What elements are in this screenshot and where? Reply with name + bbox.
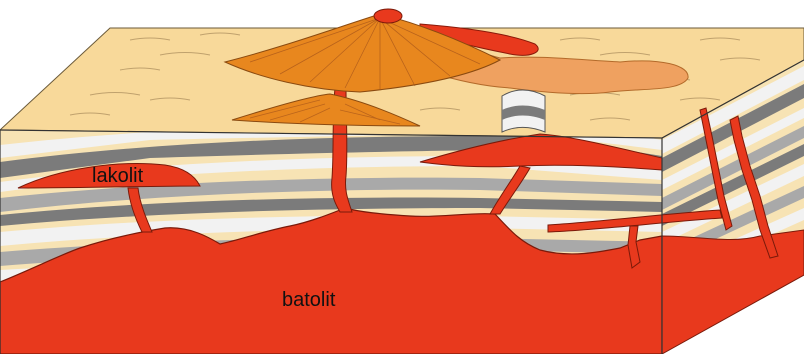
batholith-side — [662, 230, 804, 354]
batholith-label: batolit — [282, 289, 336, 311]
laccolith-label: lakolit — [92, 165, 144, 187]
volcano-crater — [374, 9, 402, 23]
